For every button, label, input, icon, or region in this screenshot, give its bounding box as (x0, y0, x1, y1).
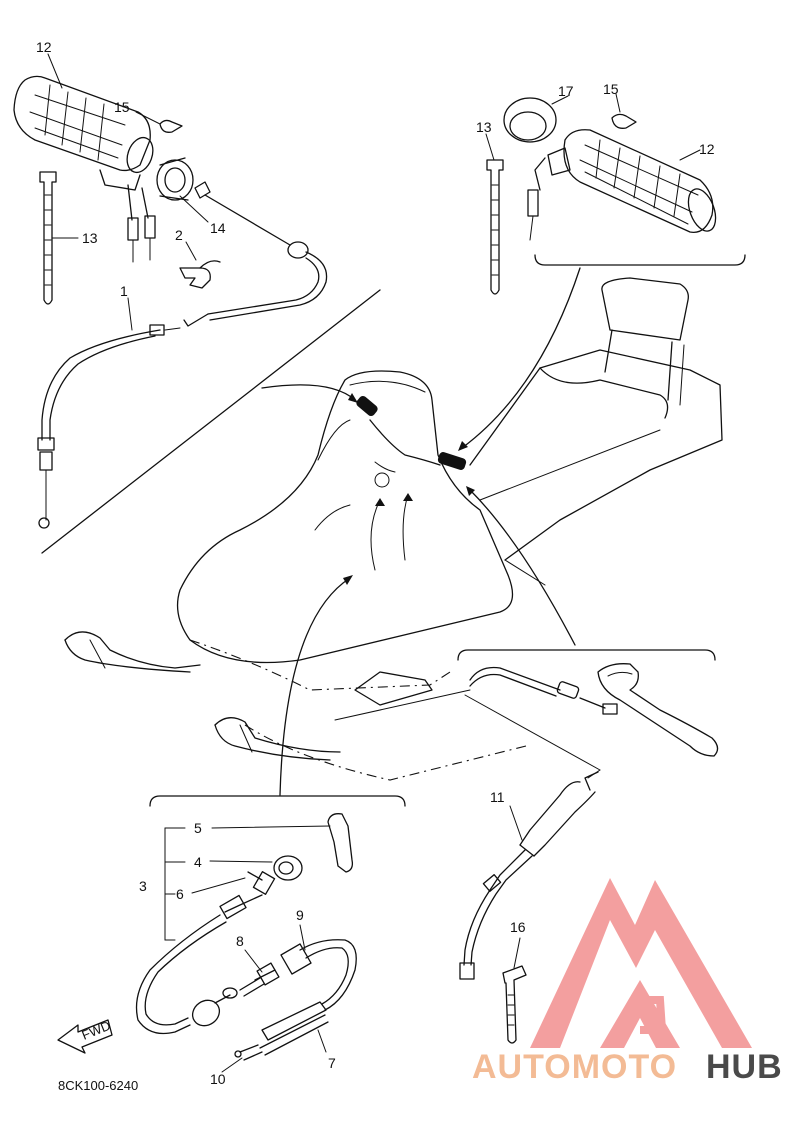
watermark-brand-part1: AUTOMOTO (472, 1048, 677, 1086)
callout-12-left: 12 (36, 39, 52, 55)
callout-12-right: 12 (699, 141, 715, 157)
fwd-arrow-icon: FWD (57, 1018, 113, 1054)
callout-4: 4 (194, 854, 202, 870)
callout-16: 16 (510, 919, 526, 935)
callout-13-right: 13 (476, 119, 492, 135)
callout-5: 5 (194, 820, 202, 836)
callout-15-right: 15 (603, 81, 619, 97)
callout-15-left: 15 (114, 99, 130, 115)
callout-10: 10 (210, 1071, 226, 1087)
callout-2: 2 (175, 227, 183, 243)
callout-6: 6 (176, 886, 184, 902)
callout-13-left: 13 (82, 230, 98, 246)
fwd-label: FWD (80, 1018, 113, 1043)
callout-9: 9 (296, 907, 304, 923)
right-grip-assembly (486, 97, 717, 295)
callout-numbers: 12 15 13 14 2 1 17 15 13 12 11 16 5 4 3 … (36, 39, 715, 1093)
watermark-brand-part2: HUB (706, 1048, 783, 1086)
callout-17: 17 (558, 83, 574, 99)
callout-14: 14 (210, 220, 226, 236)
callout-leaders (47, 53, 701, 1073)
section-divider-lines (41, 254, 746, 807)
watermark-logo-icon (530, 878, 752, 1048)
diagram-code: 8CK100-6240 (58, 1078, 138, 1093)
automotohub-watermark: AUTOMOTO HUB (472, 878, 783, 1086)
choke-cable-assembly (135, 813, 357, 1061)
callout-11: 11 (490, 789, 505, 805)
snowmobile-illustration (64, 277, 723, 781)
callout-7: 7 (328, 1055, 336, 1071)
brake-lever-assembly (459, 663, 719, 1044)
callout-8: 8 (236, 933, 244, 949)
callout-3: 3 (139, 878, 147, 894)
callout-1: 1 (120, 283, 128, 299)
left-grip-assembly (13, 75, 328, 529)
